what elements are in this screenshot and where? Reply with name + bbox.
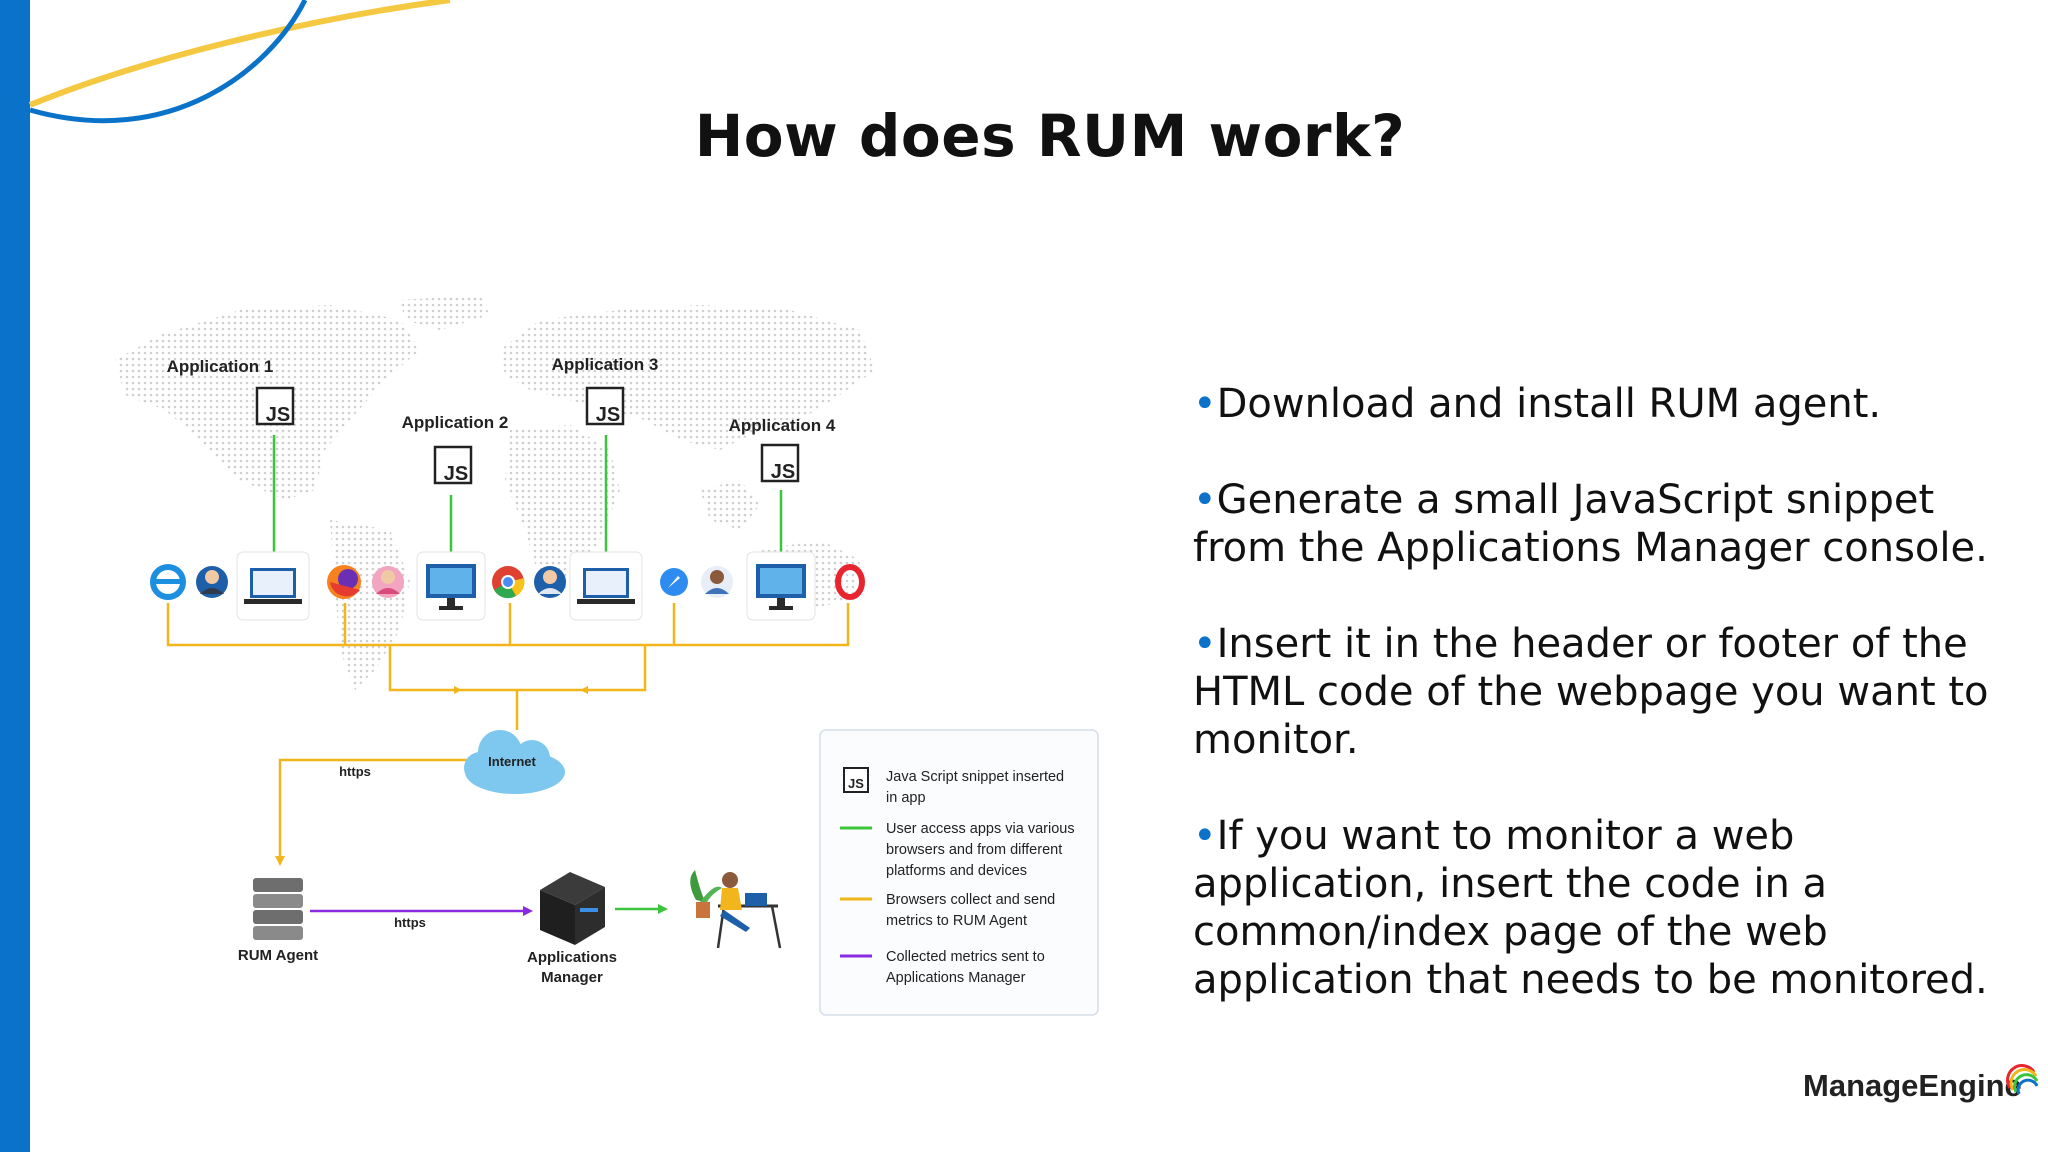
bullet-list: •Download and install RUM agent. •Genera… — [1193, 380, 2023, 1052]
svg-text:JS: JS — [771, 461, 795, 483]
legend-item-3-line2: metrics to RUM Agent — [886, 913, 1027, 929]
svg-text:JS: JS — [596, 404, 620, 426]
app-4-label: Application 4 — [729, 416, 836, 435]
rum-agent-label: RUM Agent — [238, 947, 318, 964]
legend-item-2-line2: browsers and from different — [886, 842, 1062, 858]
app-1-label: Application 1 — [167, 357, 274, 376]
legend-js-icon: JS — [843, 767, 869, 793]
manager-to-user-arrowhead — [658, 904, 668, 914]
device-monitor-2 — [416, 551, 486, 621]
legend-item-3-line1: Browsers collect and send — [886, 892, 1055, 908]
device-laptop-1 — [236, 551, 310, 621]
app-3-label: Application 3 — [552, 355, 659, 374]
bullet-item: •Insert it in the header or footer of th… — [1193, 621, 1989, 763]
user-avatar-4-icon — [701, 566, 733, 598]
user-access-lines — [272, 435, 783, 552]
left-accent-bar — [0, 0, 30, 1152]
device-monitor-4 — [746, 551, 816, 621]
applications-manager-label-line2: Manager — [541, 969, 603, 986]
user-avatar-3-icon — [534, 566, 566, 598]
https-label-1: https — [339, 764, 371, 779]
bullet-marker: • — [1193, 477, 1217, 523]
legend-item-1-line2: in app — [886, 790, 926, 806]
app-3-js-icon: JS — [585, 386, 625, 426]
safari-browser-icon — [660, 568, 688, 596]
browser-metrics-lines — [166, 603, 850, 866]
user-avatar-1-icon — [196, 566, 228, 598]
user-avatar-2-icon — [372, 566, 404, 598]
app-1-js-icon: JS — [255, 386, 295, 426]
user-at-desk-illustration — [690, 870, 782, 949]
firefox-browser-icon — [327, 565, 361, 599]
svg-text:JS: JS — [444, 463, 468, 485]
bullet-item: •Download and install RUM agent. — [1193, 381, 1882, 427]
edge-browser-icon — [150, 564, 186, 600]
https-label-2: https — [394, 915, 426, 930]
bullet-marker: • — [1193, 381, 1217, 427]
bullet-item: •If you want to monitor a web applicatio… — [1193, 813, 1988, 1003]
device-laptop-3 — [569, 551, 643, 621]
legend-item-2-line1: User access apps via various — [886, 821, 1075, 837]
rum-architecture-diagram: Application 1 JS Application 2 JS Applic… — [115, 295, 1099, 1016]
legend-panel: JS Java Script snippet inserted in app U… — [819, 729, 1099, 1016]
app-2-label: Application 2 — [402, 413, 509, 432]
world-map-background — [115, 295, 875, 690]
metrics-to-manager-arrowhead — [523, 906, 533, 916]
decorative-swoosh — [28, 0, 451, 124]
slide-title: How does RUM work? — [694, 102, 1406, 170]
manageengine-logo-arc-icon — [2006, 1064, 2039, 1095]
app-2-js-icon: JS — [433, 445, 473, 485]
legend-item-4-line2: Applications Manager — [886, 970, 1026, 986]
internet-cloud-icon — [464, 730, 565, 794]
applications-manager-label-line1: Applications — [527, 949, 617, 966]
internet-label: Internet — [488, 754, 536, 769]
legend-item-2-line3: platforms and devices — [886, 863, 1027, 879]
svg-text:JS: JS — [848, 776, 864, 791]
bullet-marker: • — [1193, 813, 1217, 859]
app-4-js-icon: JS — [760, 443, 800, 483]
bullet-item: •Generate a small JavaScript snippet fro… — [1193, 477, 1988, 571]
rum-agent-server-icon — [253, 878, 303, 940]
legend-item-1-line1: Java Script snippet inserted — [886, 769, 1064, 785]
applications-manager-server-icon — [540, 872, 605, 945]
svg-text:JS: JS — [266, 404, 290, 426]
opera-browser-icon — [835, 564, 865, 600]
chrome-browser-icon — [492, 566, 525, 599]
bullet-marker: • — [1193, 621, 1217, 667]
legend-item-4-line1: Collected metrics sent to — [886, 949, 1045, 965]
manageengine-logo: ManageEngine — [1803, 1068, 2022, 1103]
